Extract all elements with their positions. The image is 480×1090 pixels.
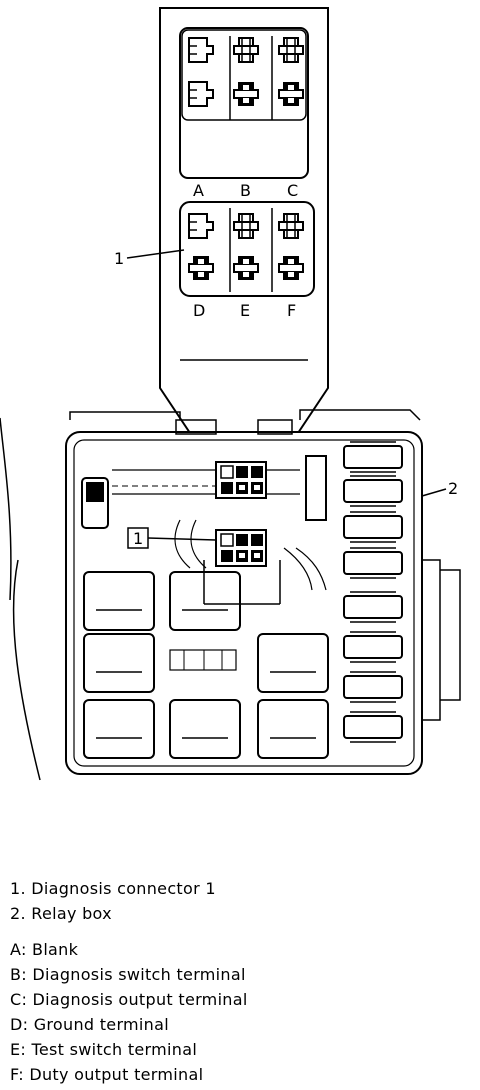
- legend-parts: 1. Diagnosis connector 1 2. Relay box: [10, 876, 216, 926]
- legend-item-diagnosis-connector: 1. Diagnosis connector 1: [10, 879, 216, 898]
- callout-1-top-leader: [126, 249, 185, 259]
- callout-1-in-box: 1: [133, 529, 143, 548]
- diagnosis-connector-in-box: [215, 529, 267, 567]
- legend-item-terminal-f: F: Duty output terminal: [10, 1065, 204, 1084]
- terminal-letter-f: F: [287, 301, 296, 320]
- terminal-letter-e: E: [240, 301, 250, 320]
- relay-box: [0, 409, 461, 781]
- terminal-letter-d: D: [193, 301, 205, 320]
- terminal-letter-c: C: [287, 181, 298, 200]
- callout-2: 2: [448, 479, 458, 498]
- callout-1-in-box-leader: [147, 537, 217, 541]
- terminal-letter-a: A: [193, 181, 204, 200]
- legend-item-terminal-d: D: Ground terminal: [10, 1015, 169, 1034]
- legend-item-terminal-b: B: Diagnosis switch terminal: [10, 965, 246, 984]
- relay-box-diagram: A B C D E F 1: [0, 7, 461, 781]
- connector-upper: [179, 27, 309, 179]
- legend-terminals: A: Blank B: Diagnosis switch terminal C:…: [10, 937, 248, 1087]
- legend-item-terminal-e: E: Test switch terminal: [10, 1040, 198, 1059]
- callout-2-leader: [421, 488, 447, 497]
- diagnosis-connector-enlarged: [179, 201, 315, 297]
- legend-item-terminal-c: C: Diagnosis output terminal: [10, 990, 248, 1009]
- terminal-letter-b: B: [240, 181, 251, 200]
- legend-item-terminal-a: A: Blank: [10, 940, 79, 959]
- connector-in-box-upper: [215, 461, 267, 499]
- legend-item-relay-box: 2. Relay box: [10, 904, 112, 923]
- callout-1-top: 1: [114, 249, 124, 268]
